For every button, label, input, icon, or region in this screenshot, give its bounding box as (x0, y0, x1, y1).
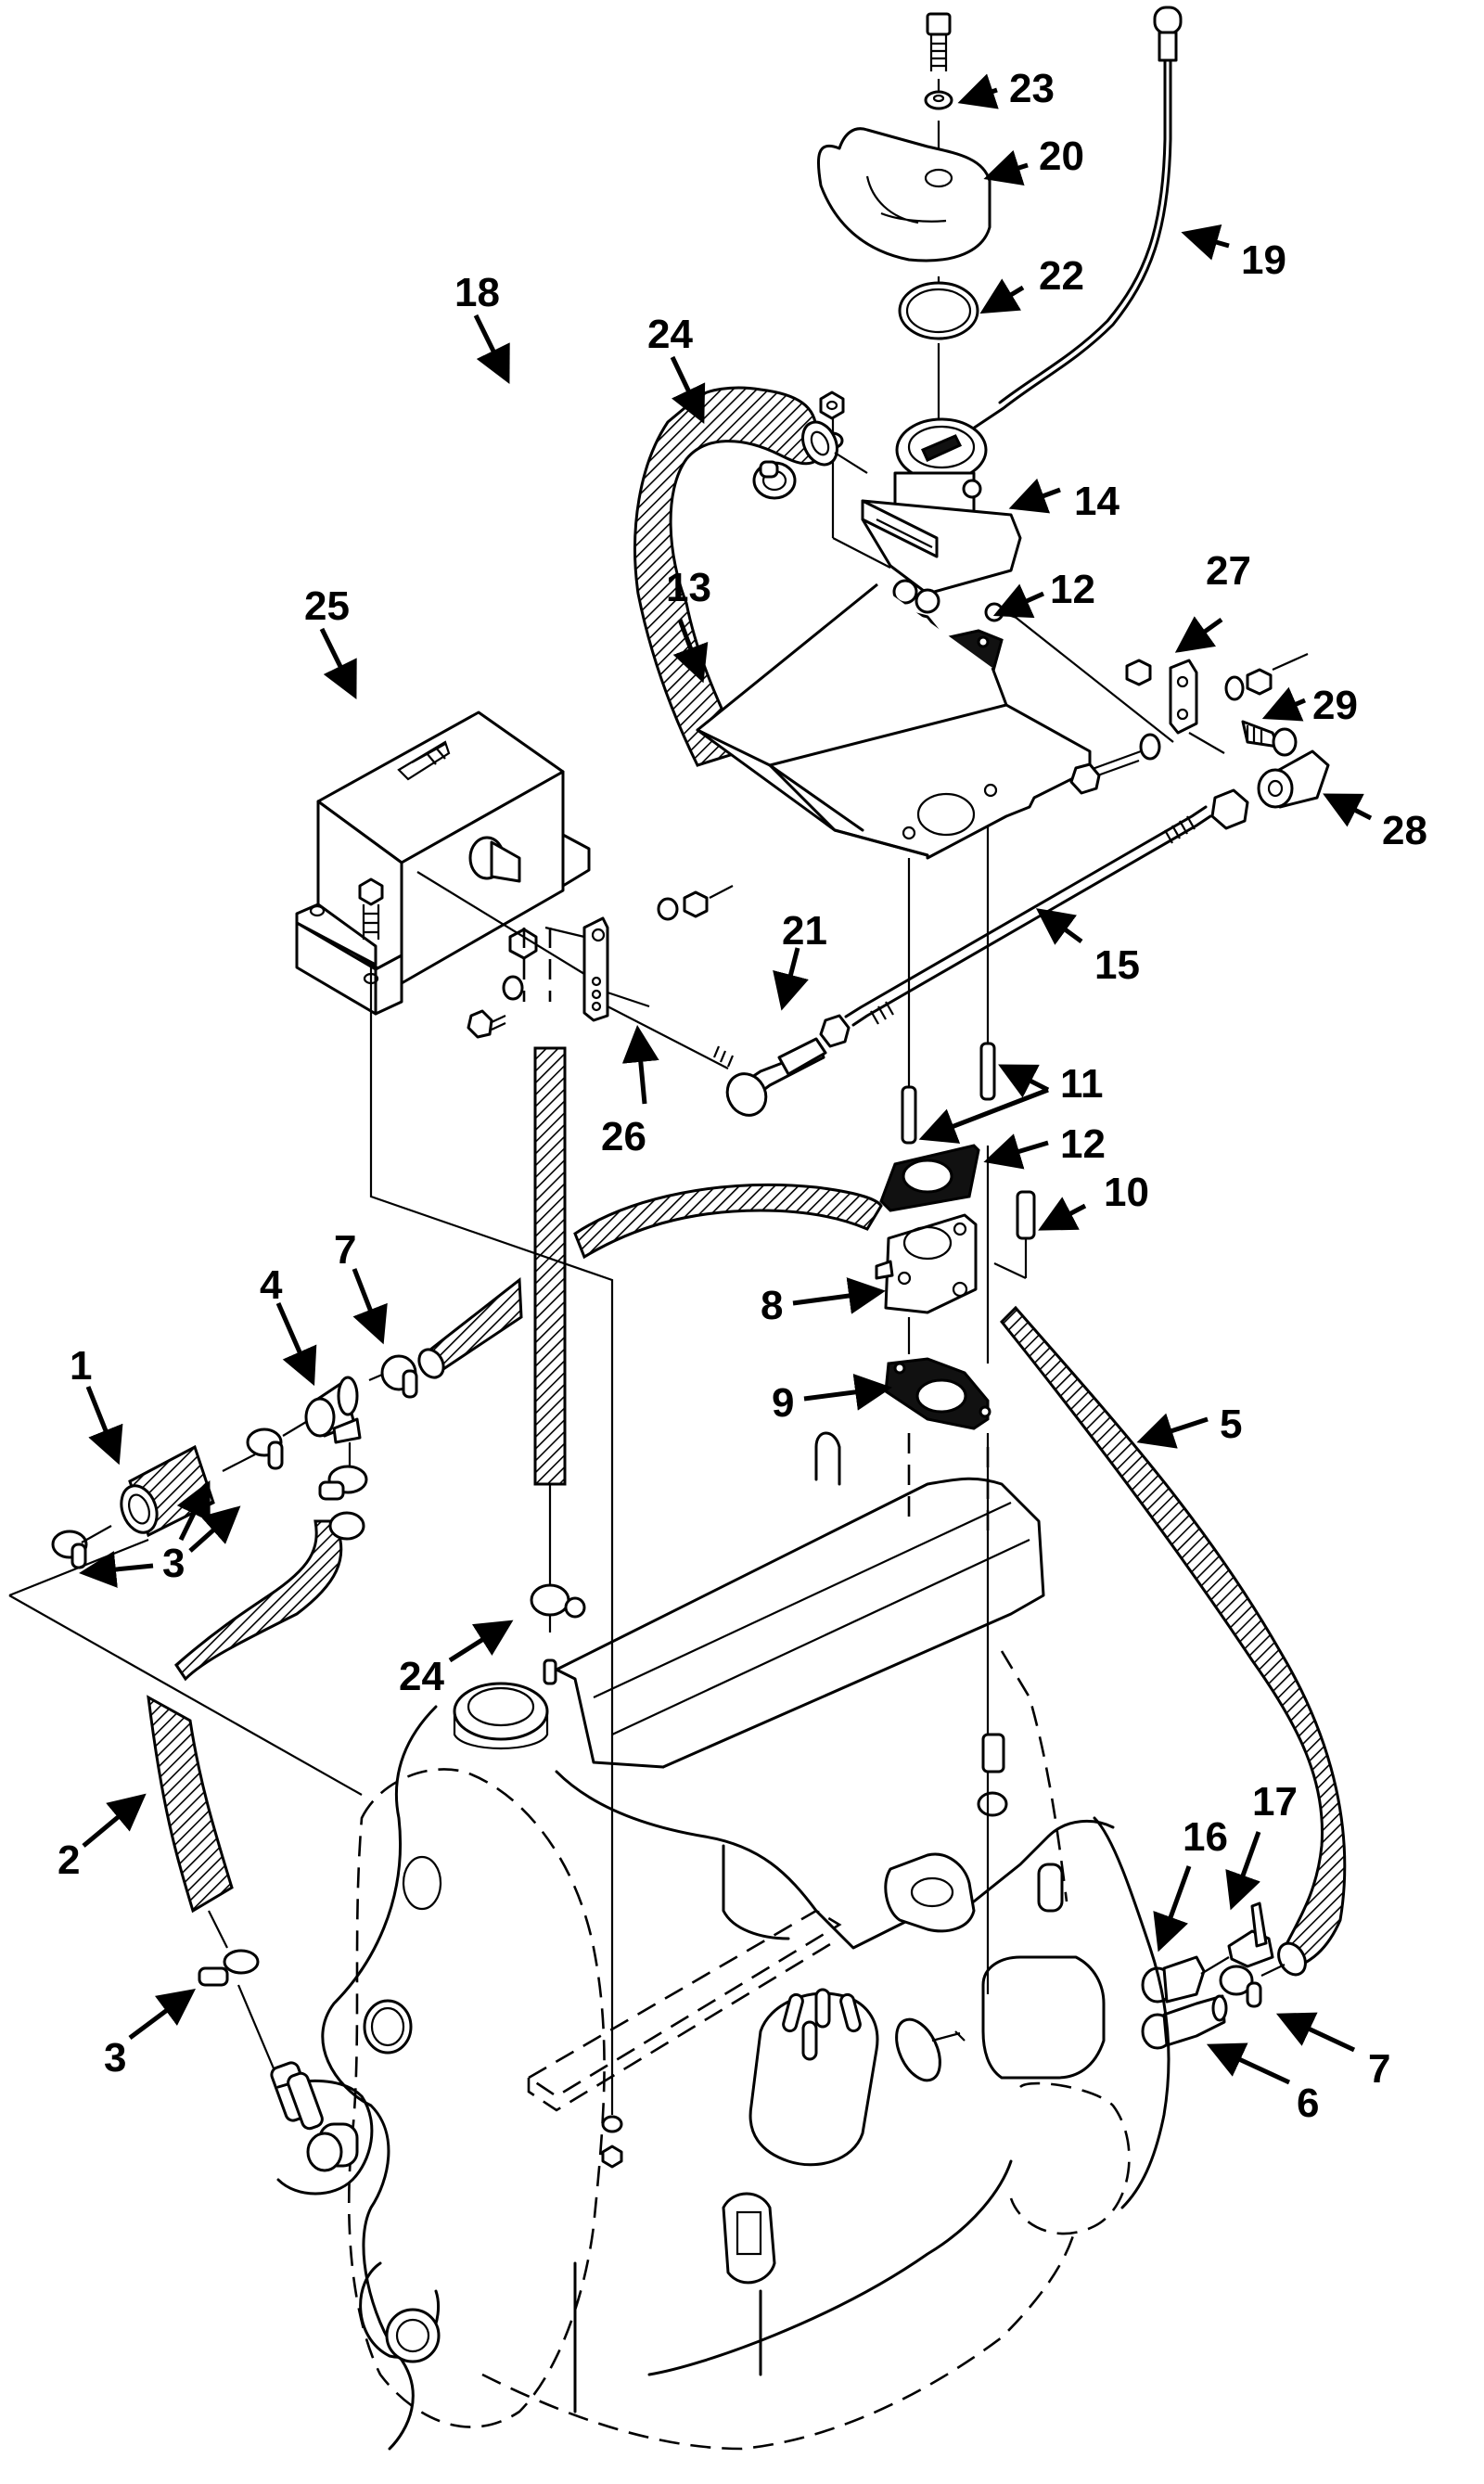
tee-fitting-4 (304, 1376, 362, 1444)
callout-10: 10 (1104, 1170, 1149, 1215)
callout-17: 17 (1252, 1779, 1298, 1825)
callout-3-upper: 3 (162, 1541, 185, 1586)
callout-24-lower: 24 (399, 1654, 444, 1699)
clamp-3-tee (318, 1442, 368, 1501)
screw-10 (993, 1190, 1036, 1279)
callout-1: 1 (70, 1343, 92, 1389)
governor-rod-15 (819, 788, 1249, 1048)
governor-25 (295, 711, 591, 1016)
clamp-7-lower (1219, 1964, 1286, 2008)
callouts: 23 20 22 19 18 24 14 13 12 27 29 28 (58, 66, 1427, 2126)
callout-18: 18 (454, 270, 500, 315)
ball-joint-21 (607, 1005, 827, 1117)
clamp-7-upper (368, 1354, 418, 1399)
callout-14: 14 (1074, 479, 1119, 524)
clamp-3-mid (222, 1418, 312, 1472)
callout-11: 11 (1060, 1061, 1104, 1107)
fitting-17 (1227, 1901, 1274, 1968)
hose-clamp-24-lower (530, 1583, 586, 1685)
carburetor-14 (831, 417, 1174, 743)
studs-11 (901, 826, 996, 1145)
callout-27: 27 (1206, 548, 1251, 594)
hose-clamp-24-top (752, 452, 868, 500)
callout-23: 23 (1009, 66, 1055, 111)
callout-22: 22 (1039, 253, 1084, 299)
bolt-27 (1069, 733, 1161, 795)
gasket-12-lower (879, 1144, 980, 1212)
fitting-6 (1141, 1994, 1228, 2050)
bolt-23-top (926, 12, 952, 93)
callout-5: 5 (1220, 1402, 1242, 1447)
callout-12-upper: 12 (1050, 567, 1095, 612)
callout-28: 28 (1382, 808, 1427, 853)
choke-cable-19 (963, 6, 1183, 436)
callout-7-lower: 7 (1368, 2046, 1390, 2092)
callout-12-lower: 12 (1060, 1121, 1106, 1167)
callout-8: 8 (761, 1283, 783, 1328)
vertical-hose (533, 1046, 567, 1633)
air-cleaner-cover-20 (816, 127, 991, 262)
callout-20: 20 (1039, 134, 1084, 179)
callout-2: 2 (58, 1837, 80, 1883)
hose-1 (120, 1444, 215, 1538)
hose-2 (147, 1511, 365, 1914)
fitting-16 (1141, 1955, 1230, 2004)
hose-short-upper-left (417, 1277, 523, 1379)
callout-15: 15 (1094, 942, 1140, 988)
reference-lines (8, 928, 990, 2169)
engine-block (276, 1431, 1171, 2451)
callout-6: 6 (1297, 2081, 1319, 2126)
socket-28 (1257, 749, 1330, 809)
ball-joint-29 (1241, 720, 1298, 757)
callout-25: 25 (304, 583, 350, 629)
bracket-27 (1125, 652, 1309, 754)
callout-3-lower: 3 (104, 2035, 126, 2081)
callout-16: 16 (1183, 1814, 1228, 1860)
spacer-8 (875, 1213, 978, 1314)
coolant-hose-upper (573, 1183, 883, 1260)
callout-7-upper: 7 (334, 1227, 356, 1273)
callout-24-top: 24 (647, 312, 693, 357)
gasket-ring-22 (898, 276, 979, 427)
callout-26: 26 (601, 1114, 646, 1159)
callout-13: 13 (666, 565, 711, 610)
callout-4: 4 (260, 1262, 283, 1308)
gasket-9 (884, 1146, 991, 1994)
callout-21: 21 (782, 908, 827, 954)
heat-shield-13 (696, 583, 1092, 860)
lever-26 (416, 871, 734, 1039)
callout-9: 9 (772, 1380, 794, 1426)
clamp-3-left (51, 1525, 112, 1569)
callout-29: 29 (1312, 683, 1358, 728)
callout-19: 19 (1241, 237, 1286, 283)
hose-5 (999, 1305, 1347, 1977)
